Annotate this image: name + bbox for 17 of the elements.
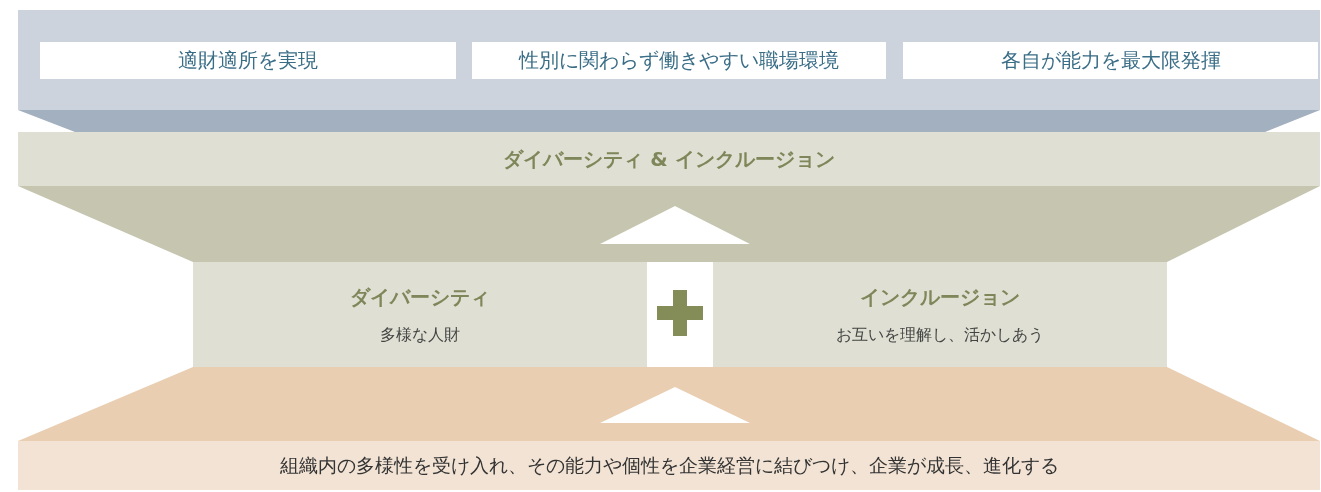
label-text: ダイバーシティ [350, 283, 490, 311]
label-text: インクルージョン [860, 283, 1020, 311]
label-text: 各自が能力を最大限発揮 [1000, 47, 1221, 74]
label-text: 適財適所を実現 [178, 47, 318, 74]
goal-box [40, 42, 456, 79]
concept-box [193, 262, 647, 367]
top-band [18, 10, 1320, 110]
statement-band [18, 441, 1320, 490]
label-text: ダイバーシティ & インクルージョン [503, 145, 835, 173]
description-text: 多様な人財 [380, 324, 460, 346]
goal-box [472, 42, 886, 79]
goal-box [903, 42, 1318, 79]
title-band [18, 132, 1320, 186]
concept-box [713, 262, 1167, 367]
description-text: お互いを理解し、活かしあう [836, 324, 1044, 346]
label-text: 性別に関わらず働きやすい職場環境 [519, 47, 839, 74]
label-text: 組織内の多様性を受け入れ、その能力や個性を企業経営に結びつけ、企業が成長、進化する [279, 452, 1059, 478]
